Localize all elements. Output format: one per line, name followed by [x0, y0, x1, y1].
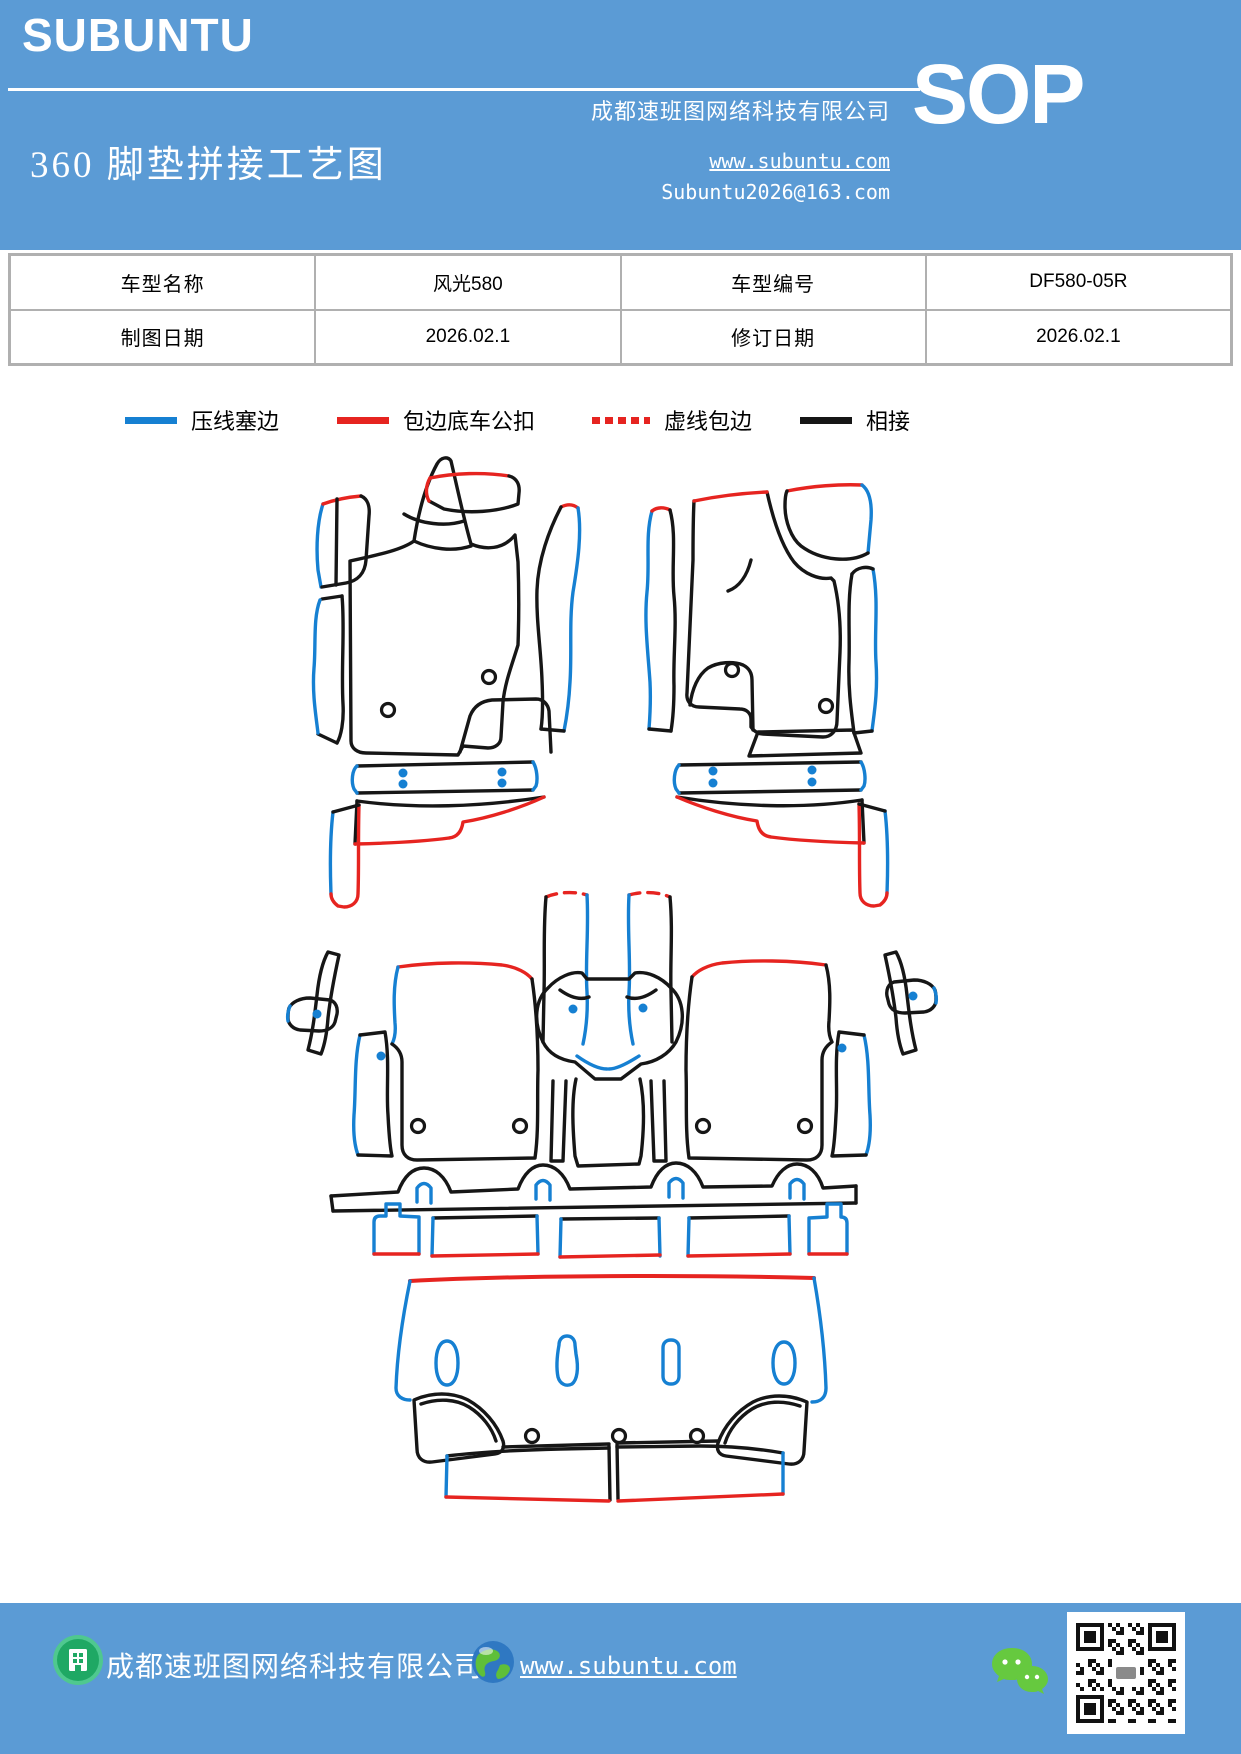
legend-item-joint: 相接: [800, 404, 910, 436]
sop-label: SOP: [912, 47, 1085, 141]
legend-item-press-edge: 压线塞边: [125, 404, 279, 436]
company-building-icon: [53, 1635, 103, 1685]
header-company-name: 成都速班图网络科技有限公司: [590, 99, 890, 124]
table-label-model-code: 车型编号: [620, 255, 926, 310]
legend-swatch-red-dashed-line: [592, 416, 650, 424]
legend-label: 包边底车公扣: [403, 409, 536, 434]
legend-swatch-blue-line: [125, 416, 177, 424]
table-label-model-name: 车型名称: [10, 255, 316, 310]
table-label-draw-date: 制图日期: [10, 309, 316, 364]
table-label-revise-date: 修订日期: [620, 309, 926, 364]
legend-label: 相接: [866, 409, 911, 434]
brand-logo: SUBUNTU: [22, 9, 254, 61]
legend-swatch-black-line: [800, 416, 852, 424]
qr-code: [1067, 1612, 1185, 1734]
legend-label: 压线塞边: [191, 409, 280, 434]
wechat-icon: [992, 1648, 1048, 1694]
table-value-draw-date: 2026.02.1: [315, 309, 621, 364]
header-email: Subuntu2026@163.com: [661, 180, 890, 204]
table-value-revise-date: 2026.02.1: [925, 309, 1231, 364]
vehicle-info-table: 车型名称 风光580 车型编号 DF580-05R 制图日期 2026.02.1…: [8, 253, 1233, 366]
legend-item-bind-buckle: 包边底车公扣: [337, 404, 535, 436]
table-value-model-name: 风光580: [315, 255, 621, 310]
header-band: SUBUNTU 360 脚垫拼接工艺图 成都速班图网络科技有限公司 www.su…: [0, 0, 1241, 250]
page-title: 360 脚垫拼接工艺图: [30, 145, 387, 186]
legend-label: 虚线包边: [664, 409, 753, 434]
globe-icon: [472, 1641, 514, 1683]
legend-item-dashed-bind: 虚线包边: [592, 404, 752, 436]
header-website-link[interactable]: www.subuntu.com: [709, 149, 890, 173]
header-divider: [8, 88, 920, 91]
footer-company-name: 成都速班图网络科技有限公司: [106, 1652, 484, 1683]
footer-website-link[interactable]: www.subuntu.com: [520, 1652, 737, 1680]
legend-swatch-red-line: [337, 416, 389, 424]
table-value-model-code: DF580-05R: [925, 255, 1231, 310]
